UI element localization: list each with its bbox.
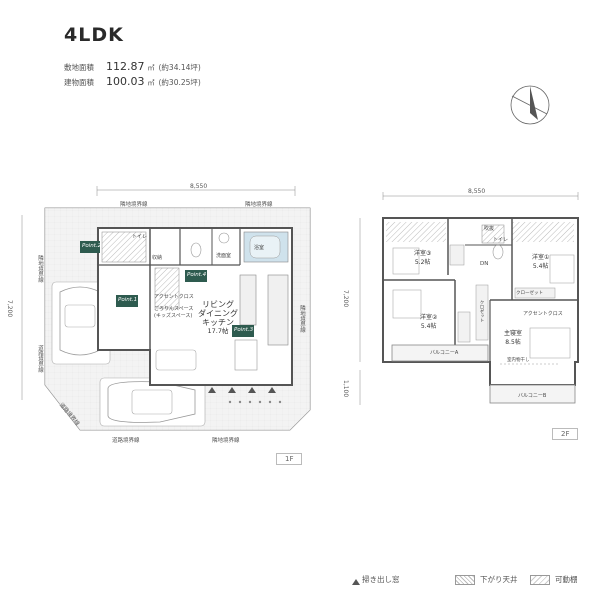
f2-west2-size: 5.4帖 xyxy=(420,323,437,330)
f1-boundary-top-b: 隣地境界線 xyxy=(245,202,273,208)
point-3-label: Point.3 xyxy=(234,327,254,333)
f2-indoor-dry-label: 室内物干し xyxy=(507,358,530,363)
f1-ldk-line1: リビング xyxy=(202,300,234,309)
building-area-tsubo: (約30.25坪) xyxy=(158,78,201,87)
window-legend-icon xyxy=(352,579,360,585)
legend-ceiling: 下がり天井 xyxy=(455,574,518,585)
site-area-unit: ㎡ xyxy=(147,64,155,72)
legend-shelf: 可動棚 xyxy=(530,574,578,585)
f2-closet-label: クローゼット xyxy=(516,291,543,296)
point-2-label: Point.2 xyxy=(82,243,102,249)
building-area-label: 建物面積 xyxy=(64,78,94,87)
f2-accent-label: アクセントクロス xyxy=(523,311,563,317)
f1-boundary-top-a: 隣地境界線 xyxy=(120,202,148,208)
point-1-label: Point.1 xyxy=(118,297,138,303)
f2-toilet-label: トイレ xyxy=(493,237,509,243)
f1-kids-space-label: (キッズスペース) xyxy=(154,313,193,319)
f2-west2-label: 洋室② xyxy=(420,314,438,321)
f1-washroom-label: 洗面室 xyxy=(216,253,232,259)
f1-dim-width: 8,550 xyxy=(190,183,208,190)
shelf-swatch-icon xyxy=(530,574,550,585)
f2-wic-label: クロゼット xyxy=(479,300,484,323)
point-1-marker xyxy=(116,295,138,307)
f1-ldk-size: 17.7帖 xyxy=(207,327,229,335)
floor1-plan xyxy=(21,186,311,431)
f2-west2: 洋室② 5.4帖 xyxy=(420,312,437,330)
f2-ceiling-label: 吹抜 xyxy=(484,226,495,232)
f1-boundary-left: 隣地境界線 xyxy=(37,255,43,283)
floor2-plan xyxy=(359,192,579,405)
point-4-label: Point.4 xyxy=(187,272,207,278)
legend-window-label: 掃き出し窓 xyxy=(362,575,400,584)
f2-dim-height: 7,200 xyxy=(342,290,349,308)
f1-toilet-label: トイレ xyxy=(132,234,148,240)
f1-tag: 1F xyxy=(276,453,303,465)
site-area: 敷地面積 112.87 ㎡ (約34.14坪) xyxy=(64,60,201,73)
f1-boundary-bottom-b: 隣地境界線 xyxy=(212,438,240,444)
ceiling-swatch-icon xyxy=(455,574,475,585)
building-area: 建物面積 100.03 ㎡ (約30.25坪) xyxy=(64,75,201,88)
f2-balcony-a-label: バルコニーA xyxy=(430,350,459,356)
f1-ldk-line2: ダイニング xyxy=(198,309,238,318)
f2-master-size: 8.5帖 xyxy=(505,339,521,346)
compass-icon xyxy=(510,85,550,125)
f2-west1-label: 洋室① xyxy=(532,254,550,261)
f1-dim-height: 7,200 xyxy=(6,300,13,318)
f1-free-space-label: ごろりんスペース xyxy=(154,306,194,312)
f1-storage-label: 収納 xyxy=(152,255,163,261)
plan-title: 4LDK xyxy=(64,24,124,46)
f2-master: 主寝室 8.5帖 xyxy=(504,328,522,346)
f1-ldk-line3: キッチン xyxy=(202,318,234,327)
f2-dn-label: DN xyxy=(480,261,489,267)
site-area-label: 敷地面積 xyxy=(64,63,94,72)
f2-balcony-b-label: バルコニーB xyxy=(518,393,547,399)
f2-west3-label: 洋室③ xyxy=(414,250,432,257)
site-area-tsubo: (約34.14坪) xyxy=(158,63,201,72)
f2-west1: 洋室① 5.4帖 xyxy=(532,252,549,270)
point-4-marker xyxy=(185,270,207,282)
legend-ceiling-label: 下がり天井 xyxy=(480,575,518,584)
f1-accent-label: アクセントクロス xyxy=(154,294,194,300)
f2-west3: 洋室③ 5.2帖 xyxy=(414,248,431,266)
f2-west3-size: 5.2帖 xyxy=(414,259,431,266)
f2-west1-size: 5.4帖 xyxy=(532,263,549,270)
site-area-value: 112.87 xyxy=(106,60,145,73)
f1-ldk-label: リビング ダイニング キッチン 17.7帖 xyxy=(198,300,238,336)
f1-boundary-bottom-a: 道路境界線 xyxy=(112,438,140,444)
point-2-marker xyxy=(80,241,100,253)
legend-shelf-label: 可動棚 xyxy=(555,575,578,584)
f2-master-label: 主寝室 xyxy=(504,330,523,337)
building-area-unit: ㎡ xyxy=(147,79,155,87)
f1-bath-label: 浴室 xyxy=(254,245,265,251)
f2-tag: 2F xyxy=(552,428,579,440)
building-area-value: 100.03 xyxy=(106,75,145,88)
f2-dim-extra: 1,100 xyxy=(342,380,349,398)
f1-boundary-road-left: 道路境界線 xyxy=(37,345,43,373)
f1-boundary-right: 隣地境界線 xyxy=(299,305,305,333)
legend-window: 掃き出し窓 xyxy=(362,574,400,585)
f2-dim-width: 8,550 xyxy=(468,188,486,195)
point-3-marker xyxy=(232,325,254,337)
